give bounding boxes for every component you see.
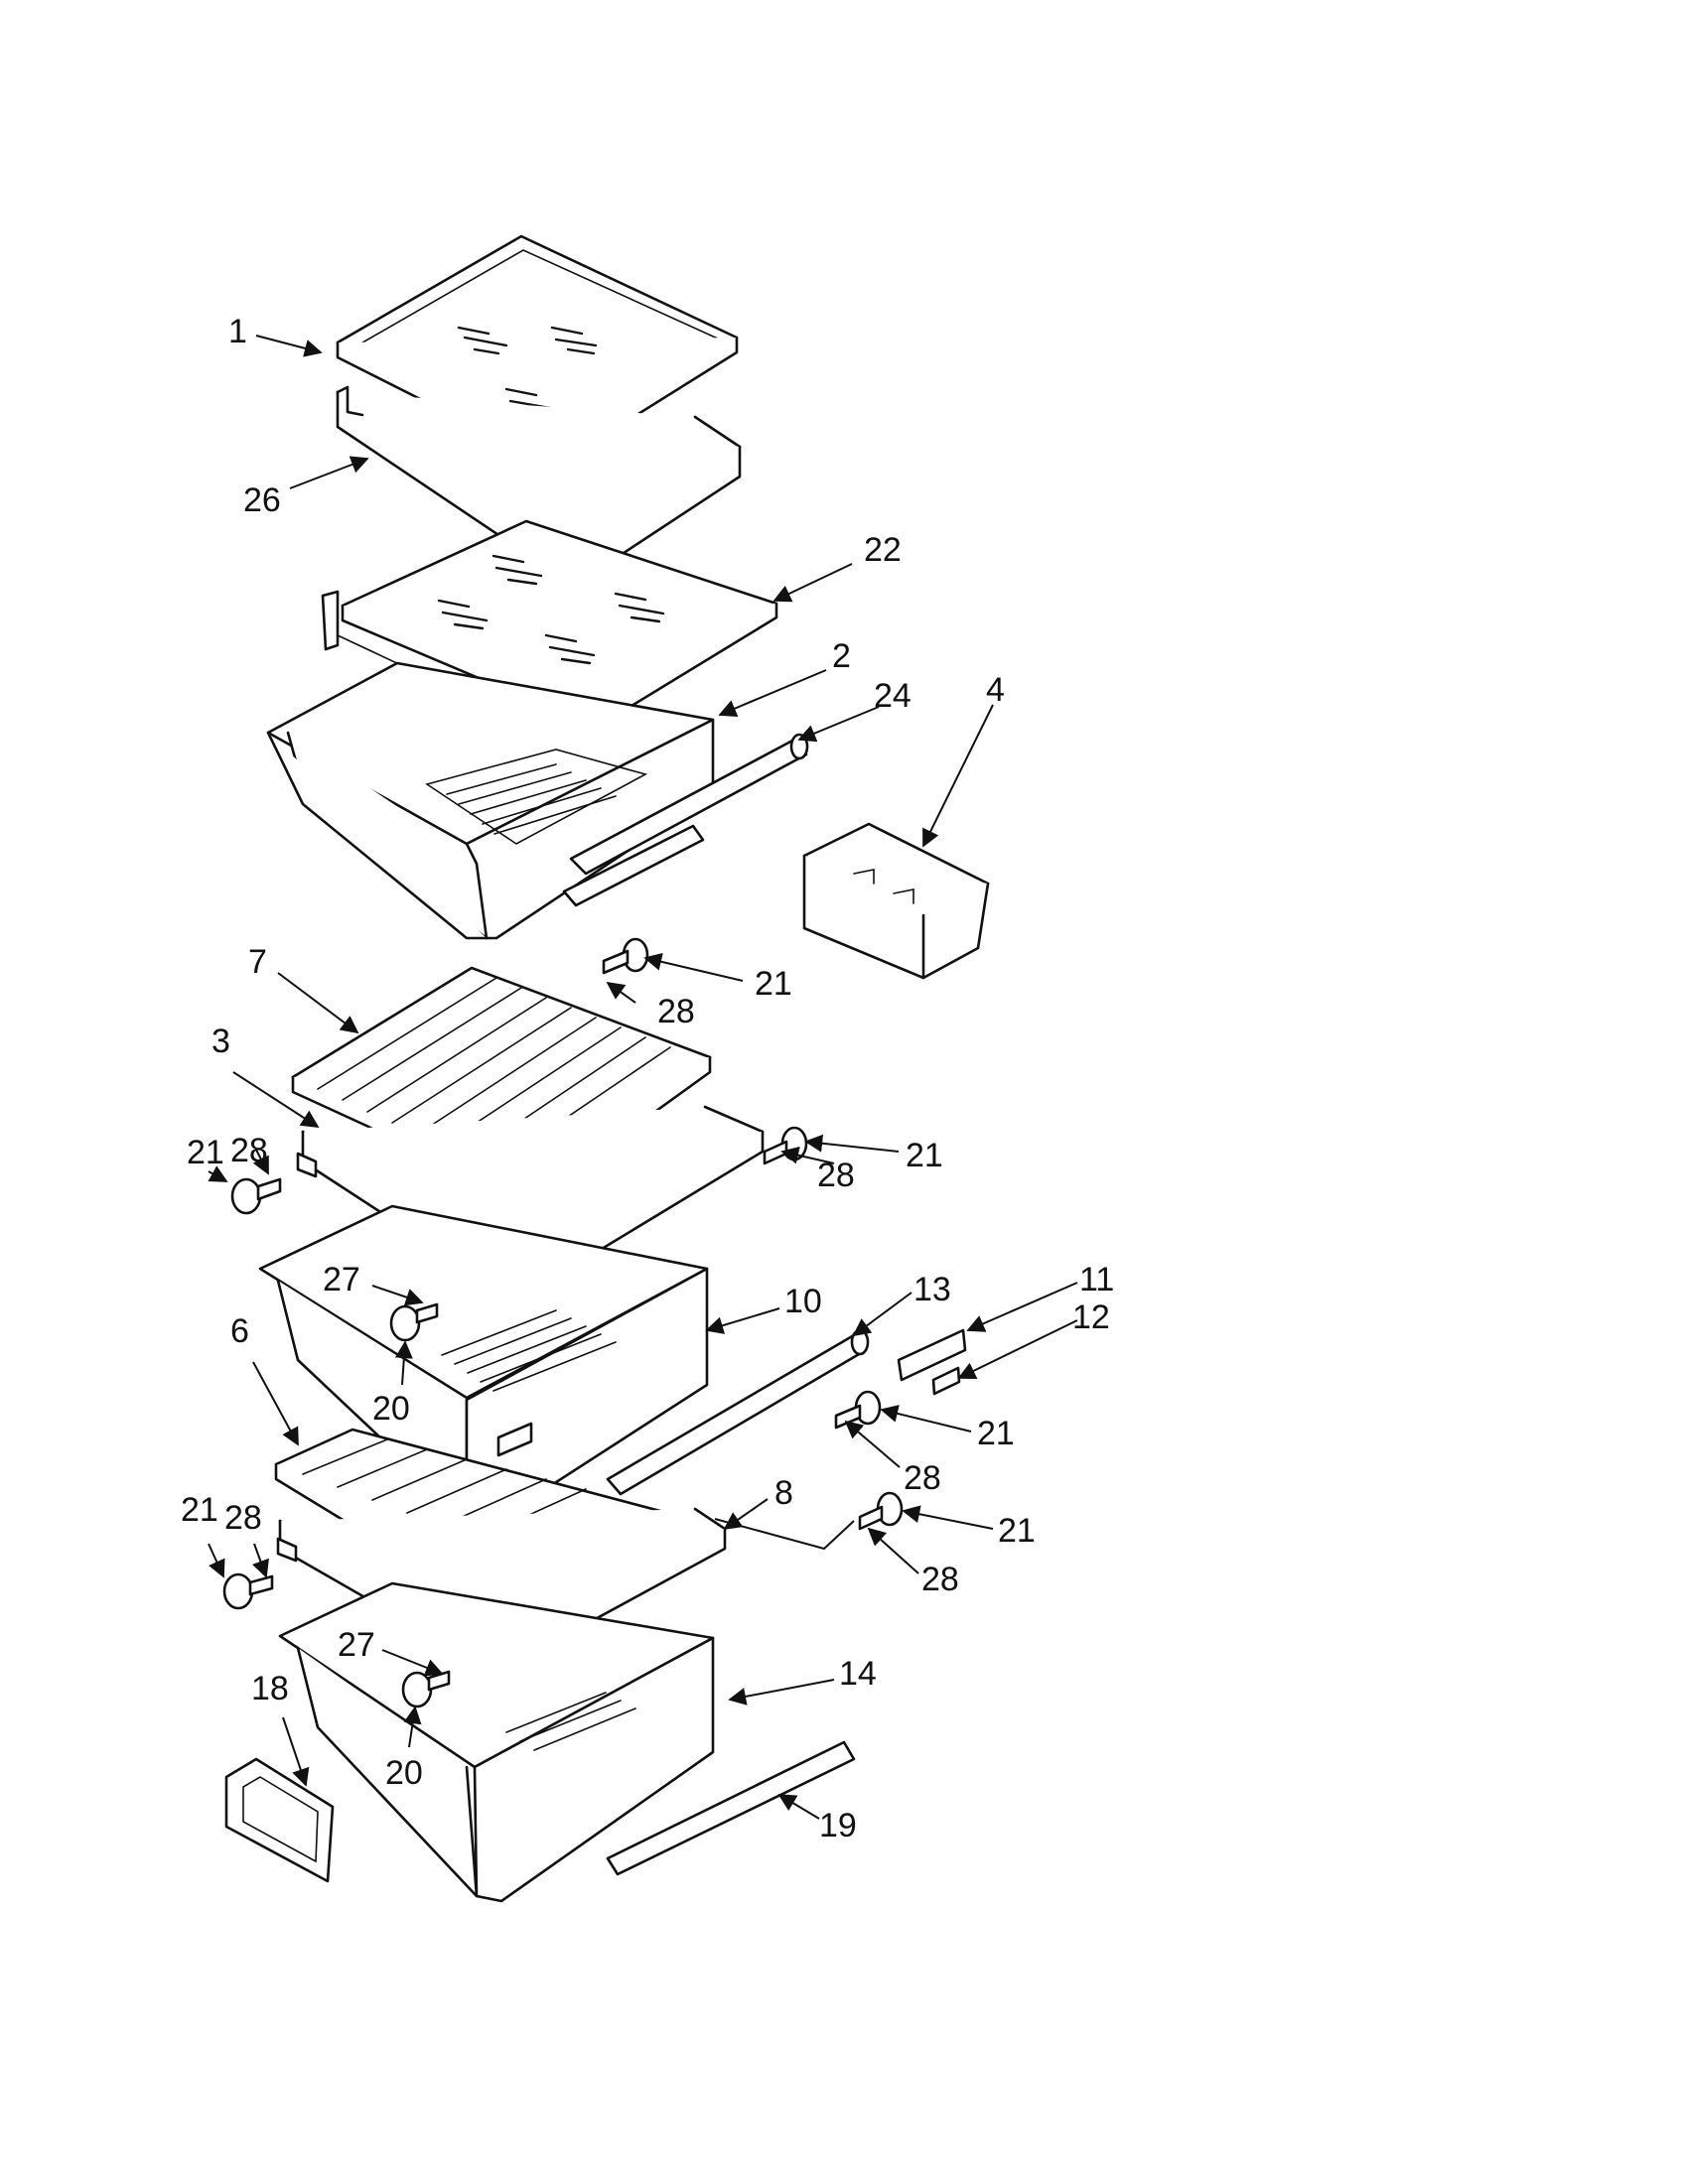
wheel-part-21-mid-left [230,1177,282,1215]
clip-part-12 [931,1366,961,1396]
callout-28-lower-right-b: 28 [921,1561,959,1598]
callout-21-mid-right: 21 [906,1137,943,1174]
callout-20-upper: 20 [372,1390,410,1428]
callout-13: 13 [913,1271,951,1308]
wheel-part-21-mid-right [763,1126,808,1165]
callout-24: 24 [874,677,912,715]
crisper-pan-part-2 [266,661,715,940]
callout-7: 7 [248,943,267,981]
callout-labels: 1 26 22 2 24 4 7 3 21 28 21 28 21 28 27 … [181,313,1114,1844]
callout-6: 6 [230,1312,249,1350]
callout-4: 4 [986,671,1005,709]
callout-28-mid-left: 28 [230,1132,268,1169]
callout-2: 2 [832,637,851,675]
callout-21-lower-left: 21 [181,1491,218,1529]
callout-8: 8 [774,1474,793,1512]
crisper-pan-part-14 [278,1581,715,1903]
callout-20-lower: 20 [385,1754,423,1792]
callout-28-mid-right: 28 [817,1157,855,1194]
wheel-part-21-top [602,937,649,975]
callout-19: 19 [819,1807,857,1844]
callout-1: 1 [228,313,247,350]
callout-28-lower-right-a: 28 [904,1459,941,1497]
callout-27-lower: 27 [338,1626,375,1664]
callout-11: 11 [1079,1261,1114,1298]
callout-21-mid-left: 21 [187,1134,224,1171]
wheel-part-21-lower-right-b [858,1491,904,1531]
callout-10: 10 [784,1283,822,1320]
callout-12: 12 [1072,1298,1110,1336]
callout-21-lower-right-a: 21 [977,1415,1015,1452]
callout-14: 14 [839,1655,877,1693]
callout-26: 26 [243,481,281,519]
callout-21-lower-right-b: 21 [998,1512,1036,1550]
callout-21-top: 21 [755,965,792,1003]
bin-part-4 [802,822,990,980]
callout-28-lower-left: 28 [224,1499,262,1537]
trim-rod-part-19 [606,1740,856,1876]
callout-3: 3 [211,1023,230,1060]
clip-part-11 [897,1328,967,1382]
callout-18: 18 [251,1670,289,1707]
cover-part-18 [224,1757,335,1883]
wheel-part-20-upper [389,1302,439,1342]
callout-28-top: 28 [657,993,695,1030]
shelf-frame-part-26 [336,385,742,588]
leader-lines [208,335,1078,1820]
glass-panel-part-22 [321,519,778,730]
wheel-part-21-lower-left [222,1572,274,1610]
callout-27-upper: 27 [323,1261,360,1298]
callout-22: 22 [864,531,902,569]
wheel-part-21-lower-right-a [834,1390,882,1430]
